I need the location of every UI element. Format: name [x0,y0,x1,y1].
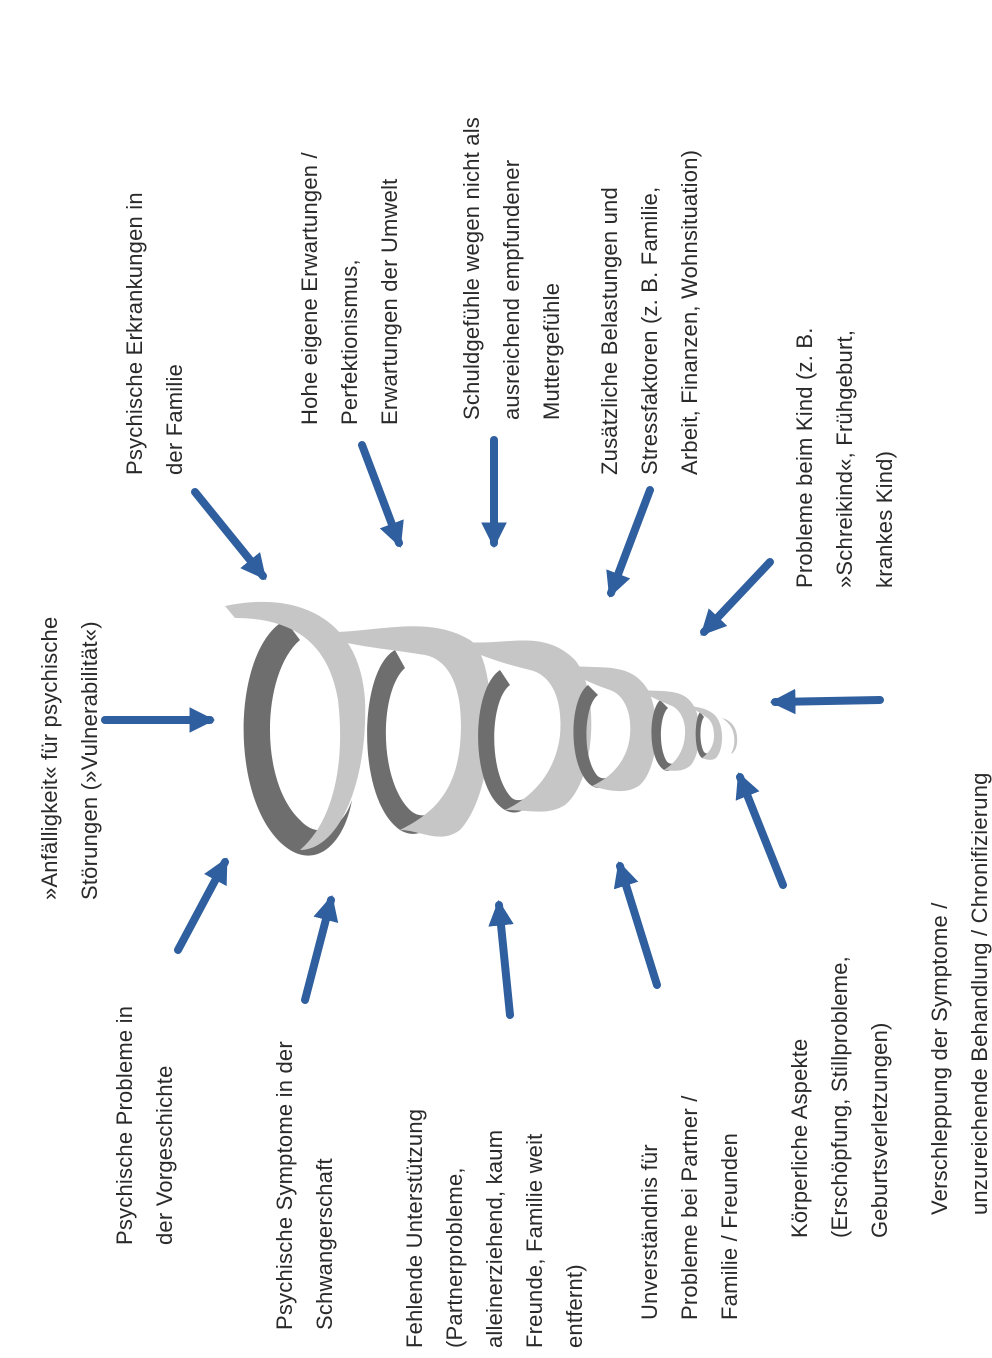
label-erwartungen: Hohe eigene Erwartungen /Perfektionismus… [290,152,410,425]
spiral-loop-6-back [696,712,709,759]
arrow-belastungen [611,490,650,593]
arrow-erwartungen [362,445,399,543]
label-unterstuetzung: Fehlende Unterstützung(Partnerprobleme,a… [395,1109,595,1348]
arrow-koerperlich [740,777,783,885]
arrow-verschleppung [775,700,880,702]
arrow-unverstaendnis [620,866,657,985]
arrow-kind [704,562,770,632]
arrow-schwangerschaft [305,900,331,1000]
label-verschleppung: Verschleppung der Symptome /unzureichend… [920,772,992,1215]
spiral-graphic [225,602,737,856]
label-koerperlich: Körperliche Aspekte(Erschöpfung, Stillpr… [780,956,900,1238]
spiral-loop-3-back [478,670,538,813]
label-kind: Probleme beim Kind (z. B.»Schreikind«, F… [785,327,905,588]
spiral-loop-7-front [722,718,737,754]
arrow-vorgeschichte [178,862,225,950]
arrow-unterstuetzung [499,905,510,1015]
arrow-familie-erkrankungen [195,492,263,576]
spiral-loop-5-back [651,700,678,771]
